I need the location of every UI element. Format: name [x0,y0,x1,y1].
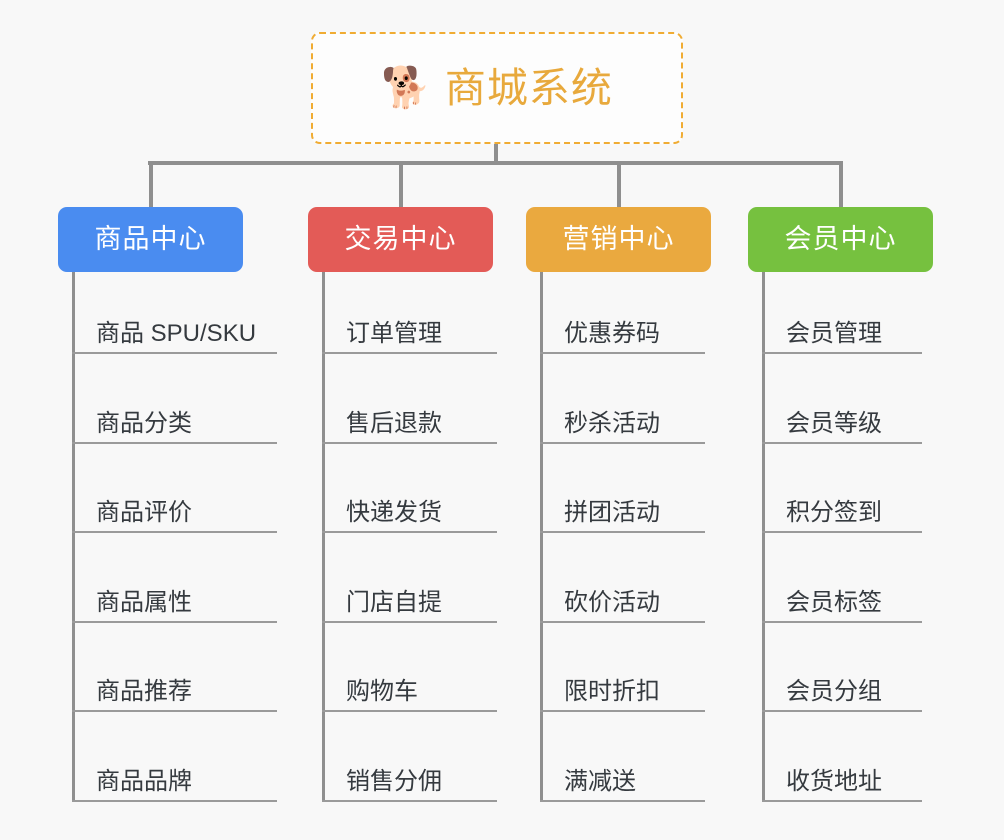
branch-marketing-center: 营销中心优惠券码秒杀活动拼团活动砍价活动限时折扣满减送 [526,207,711,802]
leaf-label: 收货地址 [786,768,882,795]
leaf-label: 积分签到 [786,499,882,527]
leaf-label: 优惠券码 [564,320,660,347]
leaf-underline [540,441,705,444]
leaf-underline [322,620,497,623]
leaf-underline [322,531,497,534]
leaf-label: 限时折扣 [564,678,660,706]
branch-label-trade-center: 交易中心 [344,224,457,254]
leaf-underline [762,441,922,444]
leaf-underline [72,710,277,713]
branch-spine-trade-center [322,272,325,802]
branch-spine-marketing-center [540,272,543,802]
branch-spine-product-center [72,272,75,802]
branch-label-product-center: 商品中心 [94,224,207,254]
leaf-label: 快递发货 [346,499,442,527]
leaf-label: 商品属性 [96,588,192,616]
branch-label-marketing-center: 营销中心 [562,224,675,254]
leaf-label: 砍价活动 [564,588,660,616]
branch-box-marketing-center[interactable]: 营销中心 [526,207,711,272]
branch-box-member-center[interactable]: 会员中心 [748,207,933,272]
leaf-label: 售后退款 [346,409,442,437]
leaf-label: 订单管理 [346,320,442,347]
leaf-underline [72,531,277,534]
leaf-underline [540,531,705,534]
branch-drop-connector-member-center [838,161,843,207]
leaf-label: 商品推荐 [96,678,192,706]
leaf-underline [762,531,922,534]
leaf-underline [762,710,922,713]
branch-box-trade-center[interactable]: 交易中心 [308,207,493,272]
leaf-underline [322,800,497,802]
root-node[interactable]: 🐕 商城系统 [311,32,683,144]
leaf-label: 秒杀活动 [564,409,660,437]
branch-product-center: 商品中心商品 SPU/SKU 商品分类商品评价商品属性商品推荐商品品牌 [58,207,277,802]
branch-drop-connector-trade-center [398,161,403,207]
leaf-underline [762,352,922,354]
leaf-label: 商品品牌 [96,768,192,795]
leaf-label: 会员分组 [786,678,882,706]
leaf-underline [540,710,705,713]
root-connector-bar [148,161,840,165]
leaf-label: 满减送 [564,768,636,795]
leaf-label: 门店自提 [346,588,442,616]
leaf-underline [540,620,705,623]
leaf-underline [322,441,497,444]
leaf-label: 购物车 [346,678,418,706]
leaf-underline [762,620,922,623]
root-title: 商城系统 [444,64,613,111]
branch-trade-center: 交易中心订单管理售后退款快递发货门店自提购物车销售分佣 [308,207,497,802]
leaf-underline [72,800,277,802]
branch-label-member-center: 会员中心 [784,224,897,254]
leaf-underline [322,352,497,354]
branch-drop-connector-product-center [148,161,153,207]
leaf-label: 会员等级 [786,409,882,437]
leaf-underline [72,441,277,444]
leaf-underline [540,800,705,802]
leaf-label: 会员标签 [786,588,882,616]
leaf-label: 商品分类 [96,409,192,437]
leaf-underline [72,352,277,354]
leaf-label: 会员管理 [786,320,882,347]
leaf-label: 商品 SPU/SKU [96,320,257,347]
leaf-underline [72,620,277,623]
branch-box-product-center[interactable]: 商品中心 [58,207,243,272]
leaf-label: 销售分佣 [346,768,442,795]
leaf-label: 商品评价 [96,499,192,527]
branch-spine-member-center [762,272,765,802]
branch-member-center: 会员中心会员管理会员等级积分签到会员标签会员分组收货地址 [748,207,933,802]
leaf-underline [540,352,705,354]
shiba-dog-face-icon: 🐕 [381,65,431,111]
leaf-label: 拼团活动 [564,499,660,527]
leaf-underline [762,800,922,802]
leaf-underline [322,710,497,713]
root-connector-stem [494,144,498,165]
branch-drop-connector-marketing-center [616,161,621,207]
